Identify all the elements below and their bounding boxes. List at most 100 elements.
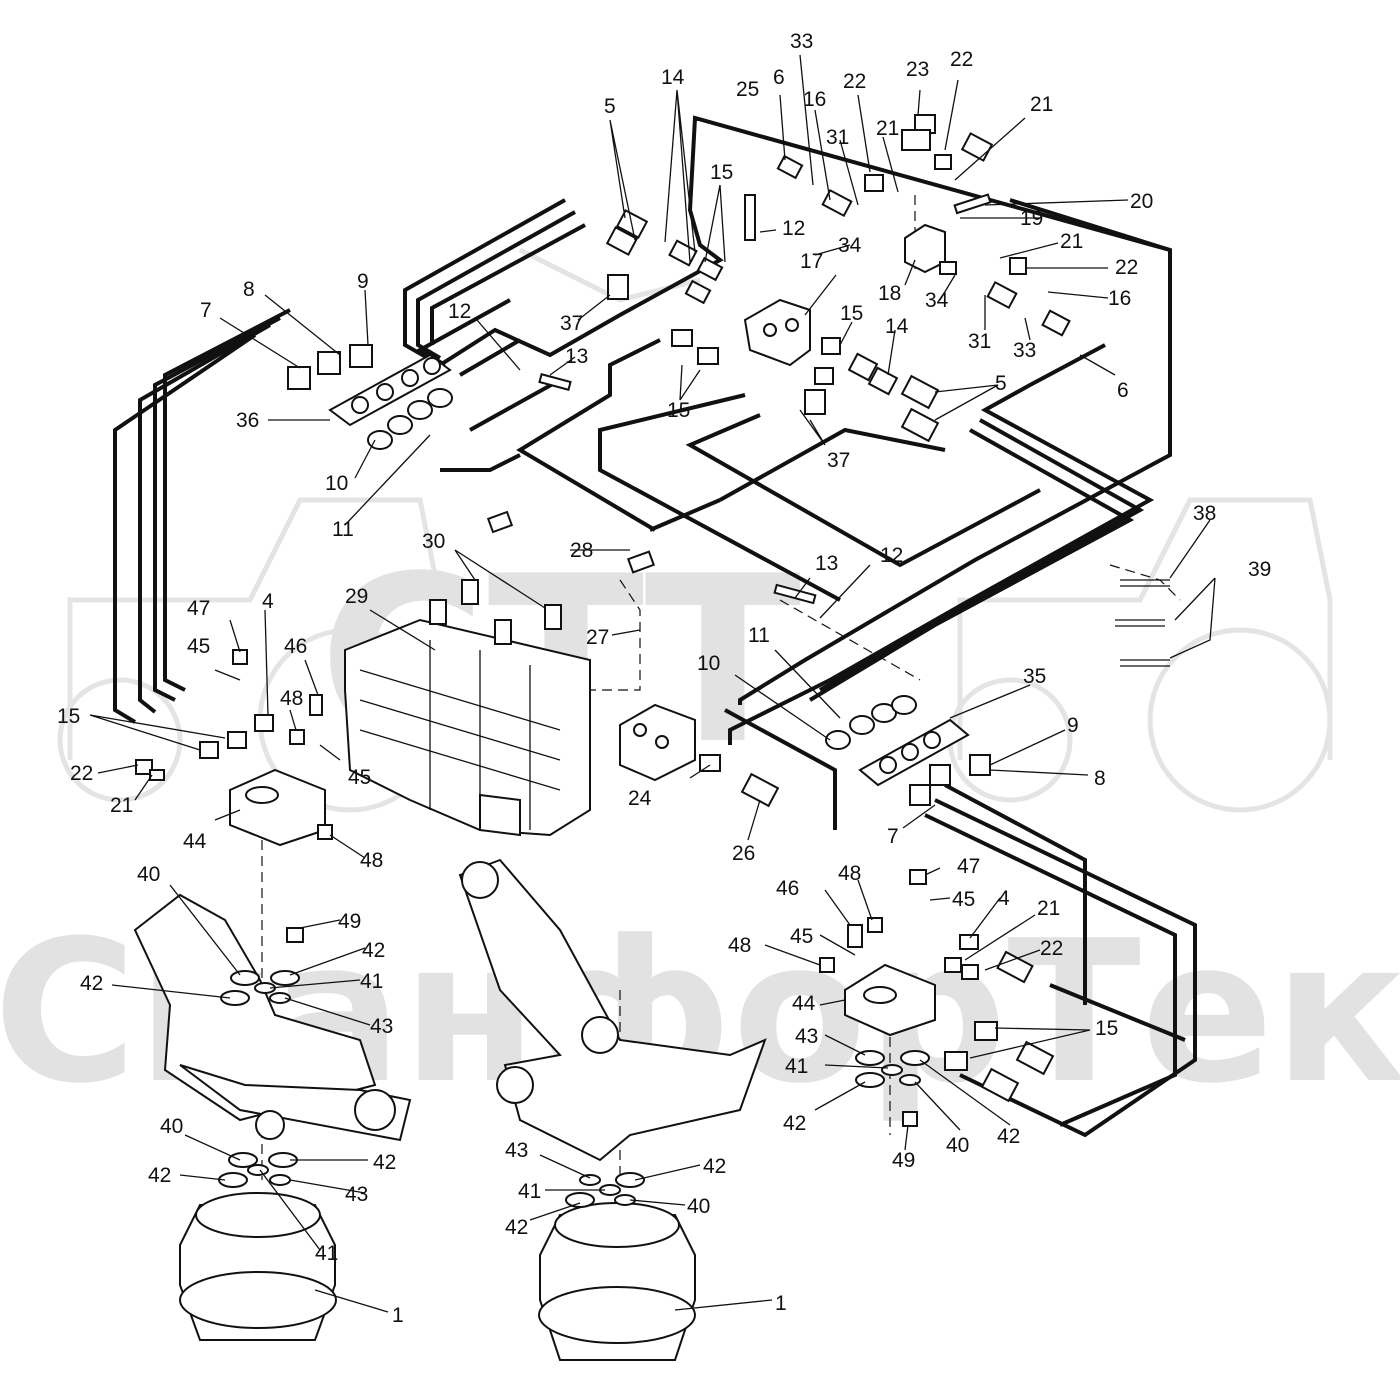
callout: 33 [1013,339,1036,362]
callout: 25 [736,78,759,101]
callout: 22 [70,762,93,785]
leader-lines [89,54,1216,1313]
callout: 22 [1115,256,1138,279]
callout: 39 [1248,558,1271,581]
track-frame-right [458,858,767,1162]
callout: 27 [586,626,609,649]
callout: 12 [448,300,471,323]
callout: 42 [373,1151,396,1174]
callout: 8 [1094,767,1106,790]
callout: 20 [1130,190,1153,213]
callout: 46 [776,877,799,900]
callout: 43 [505,1139,528,1162]
callout: 16 [803,88,826,111]
callout: 21 [110,794,133,817]
fittings [135,114,1071,1127]
callout: 44 [183,830,207,853]
callout: 41 [785,1055,808,1078]
callout: 6 [773,66,785,89]
callout: 41 [315,1242,338,1265]
callout-labels: 1 1 4 4 5 5 6 6 7 7 8 8 9 9 10 10 11 11 … [57,30,1271,1327]
callout: 19 [1020,207,1043,230]
callout: 42 [703,1155,726,1178]
callout: 47 [187,597,210,620]
callout: 26 [732,842,755,865]
callout: 42 [148,1164,171,1187]
callout: 17 [800,250,823,273]
callout: 22 [950,48,973,71]
callout: 45 [348,766,371,789]
callout: 31 [826,126,849,149]
callout: 37 [827,449,850,472]
callout: 31 [968,330,991,353]
callout: 28 [570,539,593,562]
o-rings [218,388,930,1208]
callout: 34 [838,234,862,257]
callout: 35 [1023,665,1046,688]
callout: 36 [236,409,259,432]
callout: 14 [885,315,909,338]
callout: 5 [604,95,616,118]
callout: 11 [748,624,770,647]
callout: 21 [876,117,899,140]
callout: 40 [946,1134,969,1157]
callout: 48 [360,849,383,872]
callout: 6 [1117,379,1129,402]
callout: 15 [57,705,80,728]
callout: 11 [332,518,354,541]
callout: 42 [505,1216,528,1239]
callout: 15 [1095,1017,1118,1040]
callout: 23 [906,58,929,81]
callout: 42 [783,1112,806,1135]
callout: 45 [790,925,813,948]
swivel-block-left [229,768,326,847]
callout: 16 [1108,287,1131,310]
callout: 48 [728,934,751,957]
callout: 22 [843,70,866,93]
callout: 15 [667,399,690,422]
swivel-block-right [844,963,936,1037]
callout: 4 [998,887,1010,910]
callout: 42 [80,972,103,995]
callout: 48 [838,862,861,885]
callout: 21 [1060,230,1083,253]
callout: 5 [995,372,1007,395]
callout: 49 [892,1149,915,1172]
callout: 43 [370,1015,393,1038]
callout: 4 [262,590,274,613]
callout: 49 [338,910,361,933]
hose-lines [113,115,1197,1138]
callout: 37 [560,312,583,335]
callout: 42 [997,1125,1020,1148]
callout: 38 [1193,502,1216,525]
callout: 48 [280,687,303,710]
callout: 30 [422,530,445,553]
callout: 1 [392,1304,404,1327]
control-valve-block [344,618,591,837]
callout: 12 [880,544,903,567]
callout: 24 [628,787,652,810]
callout: 46 [284,635,307,658]
hose-clamps [1115,579,1170,667]
callout: 40 [137,863,160,886]
manifold-block-17 [743,298,811,367]
callout: 42 [362,939,385,962]
callout: 47 [957,855,980,878]
callout: 33 [790,30,813,53]
callout: 14 [661,66,685,89]
callout: 44 [792,992,816,1015]
callout: 10 [325,472,348,495]
callout: 21 [1037,897,1060,920]
manifold-block-24 [619,703,696,782]
bulkhead-plate-36 [328,353,452,427]
callout: 34 [925,289,949,312]
callout: 29 [345,585,368,608]
callout: 13 [565,345,588,368]
callout: 15 [840,302,863,325]
callout: 45 [187,635,210,658]
callout: 12 [782,217,805,240]
travel-motor-right [538,1202,696,1361]
callout: 8 [243,278,255,301]
